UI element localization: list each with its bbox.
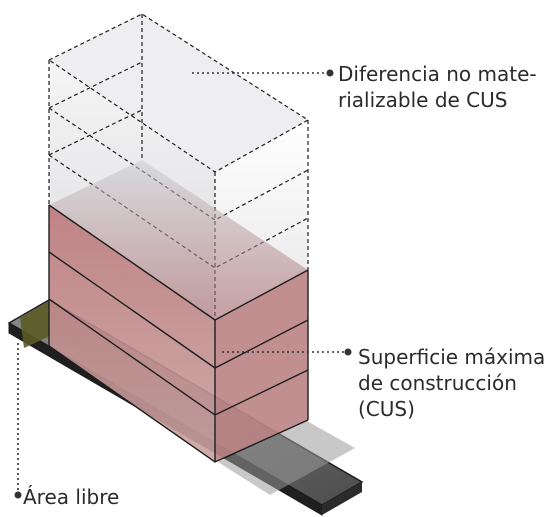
built-floor-line-1 bbox=[48, 251, 309, 369]
label-diferencia-no-materializable: Diferencia no mate- rializable de CUS bbox=[338, 61, 537, 113]
slab-side-face bbox=[322, 482, 362, 515]
built-right-face bbox=[215, 270, 308, 462]
footprint-shadow bbox=[218, 420, 355, 495]
label-area-libre: Área libre bbox=[23, 485, 120, 509]
marker-superficie bbox=[344, 348, 352, 356]
free-area-patch bbox=[20, 301, 50, 348]
ghost-floor-line-1 bbox=[48, 107, 309, 221]
ghost-top-face bbox=[49, 14, 308, 172]
leader-lines bbox=[17, 72, 345, 493]
label-superficie-maxima: Superficie máxima de construcción (CUS) bbox=[358, 344, 545, 422]
label-diferencia-line1: Diferencia no mate- bbox=[338, 62, 537, 86]
label-superficie-line1: Superficie máxima bbox=[358, 345, 546, 369]
built-left-face bbox=[49, 205, 215, 462]
built-floor-line-2 bbox=[48, 298, 309, 416]
built-top-fade bbox=[49, 160, 308, 320]
label-superficie-line3: (CUS) bbox=[358, 397, 415, 421]
marker-diferencia bbox=[326, 69, 334, 77]
label-diferencia-line2: rializable de CUS bbox=[338, 88, 508, 112]
built-volume bbox=[48, 160, 309, 463]
marker-area-libre bbox=[14, 491, 22, 499]
label-superficie-line2: de construcción bbox=[358, 371, 517, 395]
